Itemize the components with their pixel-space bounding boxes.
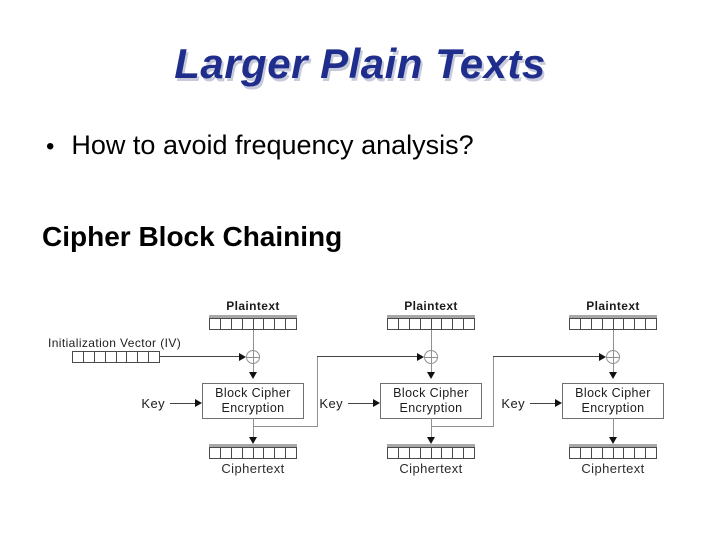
block-cipher-box-line2: Encryption (221, 401, 285, 415)
key-arrowhead-icon (195, 399, 202, 407)
plaintext-register-shadow (569, 315, 657, 318)
block-cipher-box-line1: Block Cipher (215, 386, 291, 400)
key-arrowhead-icon (555, 399, 562, 407)
ciphertext-register (569, 447, 657, 459)
plaintext-register (569, 318, 657, 330)
plaintext-to-xor-line (253, 330, 254, 350)
chain1-branch-line (253, 426, 318, 427)
chain2-arrowhead-icon (599, 353, 606, 361)
bullet-marker: • (46, 133, 55, 160)
xor-to-box-line (613, 364, 614, 373)
box-output-line (613, 418, 614, 437)
key-label: Key (319, 396, 343, 411)
xor-to-box-arrowhead-icon (609, 372, 617, 379)
block-cipher-box-line1: Block Cipher (575, 386, 651, 400)
chain1-arrowhead-icon (417, 353, 424, 361)
plaintext-label: Plaintext (404, 299, 458, 313)
plaintext-label: Plaintext (226, 299, 280, 313)
output-arrowhead-icon (249, 437, 257, 444)
block-cipher-box-line2: Encryption (399, 401, 463, 415)
chain2-riser-line (493, 357, 494, 427)
xor-icon (246, 350, 260, 364)
box-output-line (253, 418, 254, 437)
iv-feed-arrowhead-icon (239, 353, 246, 361)
block-cipher-box: Block Cipher Encryption (562, 383, 664, 419)
key-label: Key (501, 396, 525, 411)
plaintext-register (387, 318, 475, 330)
ciphertext-register-shadow (387, 444, 475, 447)
plaintext-label: Plaintext (586, 299, 640, 313)
output-arrowhead-icon (609, 437, 617, 444)
ciphertext-register-shadow (569, 444, 657, 447)
cbc-block-2: Plaintext Block Cipher Encryption Key Ci… (311, 0, 551, 540)
output-arrowhead-icon (427, 437, 435, 444)
plaintext-to-xor-line (613, 330, 614, 350)
iv-label: Initialization Vector (IV) (48, 336, 182, 350)
iv-register (72, 351, 160, 363)
ciphertext-register (209, 447, 297, 459)
xor-to-box-line (253, 364, 254, 373)
ciphertext-label: Ciphertext (221, 461, 285, 476)
bullet-item: • How to avoid frequency analysis? (46, 130, 474, 161)
ciphertext-label: Ciphertext (399, 461, 463, 476)
ciphertext-label: Ciphertext (581, 461, 645, 476)
block-cipher-box-line2: Encryption (581, 401, 645, 415)
key-label: Key (141, 396, 165, 411)
box-output-line (431, 418, 432, 437)
chain2-branch-line (431, 426, 494, 427)
cbc-block-1: Plaintext Block Cipher Encryption Key Ci… (133, 0, 373, 540)
plaintext-register-shadow (387, 315, 475, 318)
plaintext-to-xor-line (431, 330, 432, 350)
xor-to-box-arrowhead-icon (249, 372, 257, 379)
chain2-feed-line (493, 356, 599, 357)
xor-icon (606, 350, 620, 364)
slide-title: Larger Plain Texts (174, 40, 546, 87)
key-arrow-line (348, 403, 374, 404)
key-arrow-line (170, 403, 196, 404)
xor-icon (424, 350, 438, 364)
chain1-feed-line (317, 356, 417, 357)
block-cipher-box-line1: Block Cipher (393, 386, 469, 400)
key-arrow-line (530, 403, 556, 404)
subheading: Cipher Block Chaining (42, 221, 343, 252)
key-arrowhead-icon (373, 399, 380, 407)
iv-feed-line (160, 356, 239, 357)
ciphertext-register-shadow (209, 444, 297, 447)
block-cipher-box: Block Cipher Encryption (380, 383, 482, 419)
bullet-text: How to avoid frequency analysis? (71, 130, 474, 160)
plaintext-register (209, 318, 297, 330)
plaintext-register-shadow (209, 315, 297, 318)
block-cipher-box: Block Cipher Encryption (202, 383, 304, 419)
cbc-block-3: Plaintext Block Cipher Encryption Key Ci… (493, 0, 720, 540)
ciphertext-register (387, 447, 475, 459)
xor-to-box-line (431, 364, 432, 373)
xor-to-box-arrowhead-icon (427, 372, 435, 379)
chain1-riser-line (317, 357, 318, 427)
